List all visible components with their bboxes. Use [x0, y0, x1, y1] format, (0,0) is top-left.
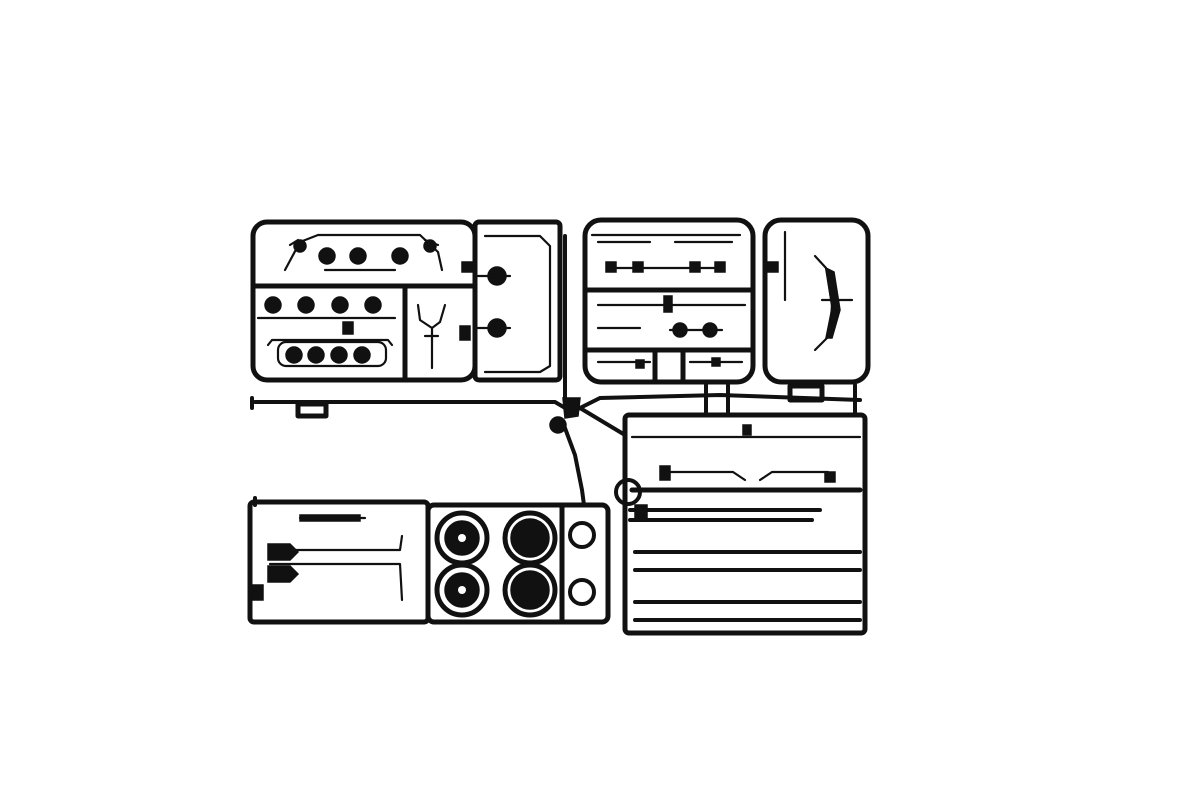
sprue-gate [549, 416, 567, 434]
frame-bracket [461, 219, 563, 383]
frame-top-right [762, 217, 871, 385]
knob-row-middle [256, 296, 397, 335]
ring-bottom [568, 578, 596, 606]
wheel-hub-4 [502, 562, 558, 618]
wheel-hub-1 [434, 510, 490, 566]
y-pipe-part [416, 303, 471, 370]
sprue-tag-right [787, 383, 825, 403]
sprue-tab [562, 397, 581, 419]
sprue-tag-left [295, 401, 329, 419]
frame-wheels [425, 502, 611, 625]
gate-ring [614, 478, 642, 506]
ring-top [568, 521, 596, 549]
frame-bottom-right [614, 412, 868, 636]
wheel-hub-3 [434, 562, 490, 618]
knob-row-top [293, 239, 437, 265]
frame-bottom-left [247, 499, 431, 625]
bar-with-knobs [266, 338, 394, 368]
main-runner [250, 234, 862, 507]
wheel-hub-2 [502, 510, 558, 566]
frame-top-center [582, 217, 756, 385]
frame-top-left [250, 219, 478, 383]
